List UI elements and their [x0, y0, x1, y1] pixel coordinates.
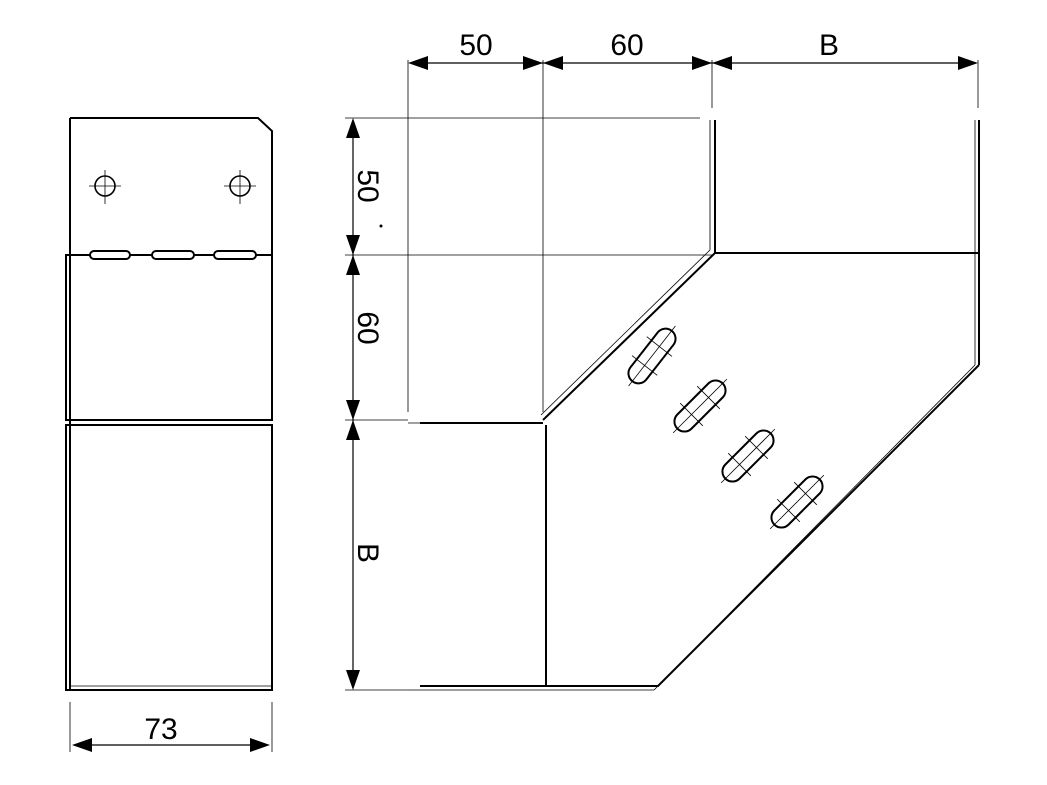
side-slot — [213, 250, 257, 260]
diagonal-slot — [769, 474, 825, 530]
bend-inner-contour-thin — [540, 120, 711, 416]
arrowhead — [346, 235, 360, 255]
dim-label-bottom-width: 73 — [144, 713, 177, 746]
arrowhead — [523, 56, 543, 70]
mounting-hole — [224, 170, 256, 204]
dim-label-top-mid: 60 — [610, 29, 643, 62]
arrowhead — [408, 56, 428, 70]
dim-label-left-mid: 60 — [351, 311, 384, 344]
flange-outline — [70, 117, 273, 255]
arrowhead — [346, 255, 360, 275]
diagonal-slot — [627, 325, 677, 387]
arrowhead — [543, 56, 563, 70]
arrowhead — [692, 56, 712, 70]
side-view: 73 — [65, 117, 273, 752]
dim-label-left-lower: B — [351, 543, 384, 563]
dim-label-top-right: B — [819, 29, 839, 62]
arrowhead — [250, 738, 270, 752]
mounting-hole — [89, 170, 121, 204]
dim-label-left-upper: 50 — [351, 169, 384, 202]
arrowhead — [346, 400, 360, 420]
side-slot — [89, 250, 131, 260]
side-middle-band — [65, 254, 273, 421]
diagonal-slot — [672, 378, 728, 434]
stray-dot — [379, 224, 383, 228]
plan-view: 50 60 B 50 60 B — [345, 29, 980, 691]
arrowhead — [346, 670, 360, 690]
diagonal-slot — [720, 428, 776, 484]
dim-label-top-left: 50 — [459, 29, 492, 62]
arrowhead — [958, 56, 978, 70]
side-slot — [151, 250, 195, 260]
arrowhead — [346, 420, 360, 440]
arrowhead — [346, 118, 360, 138]
arrowhead — [712, 56, 732, 70]
bend-outer-diagonal-thin — [408, 364, 976, 691]
side-lower-body — [65, 424, 273, 691]
arrowhead — [72, 738, 92, 752]
